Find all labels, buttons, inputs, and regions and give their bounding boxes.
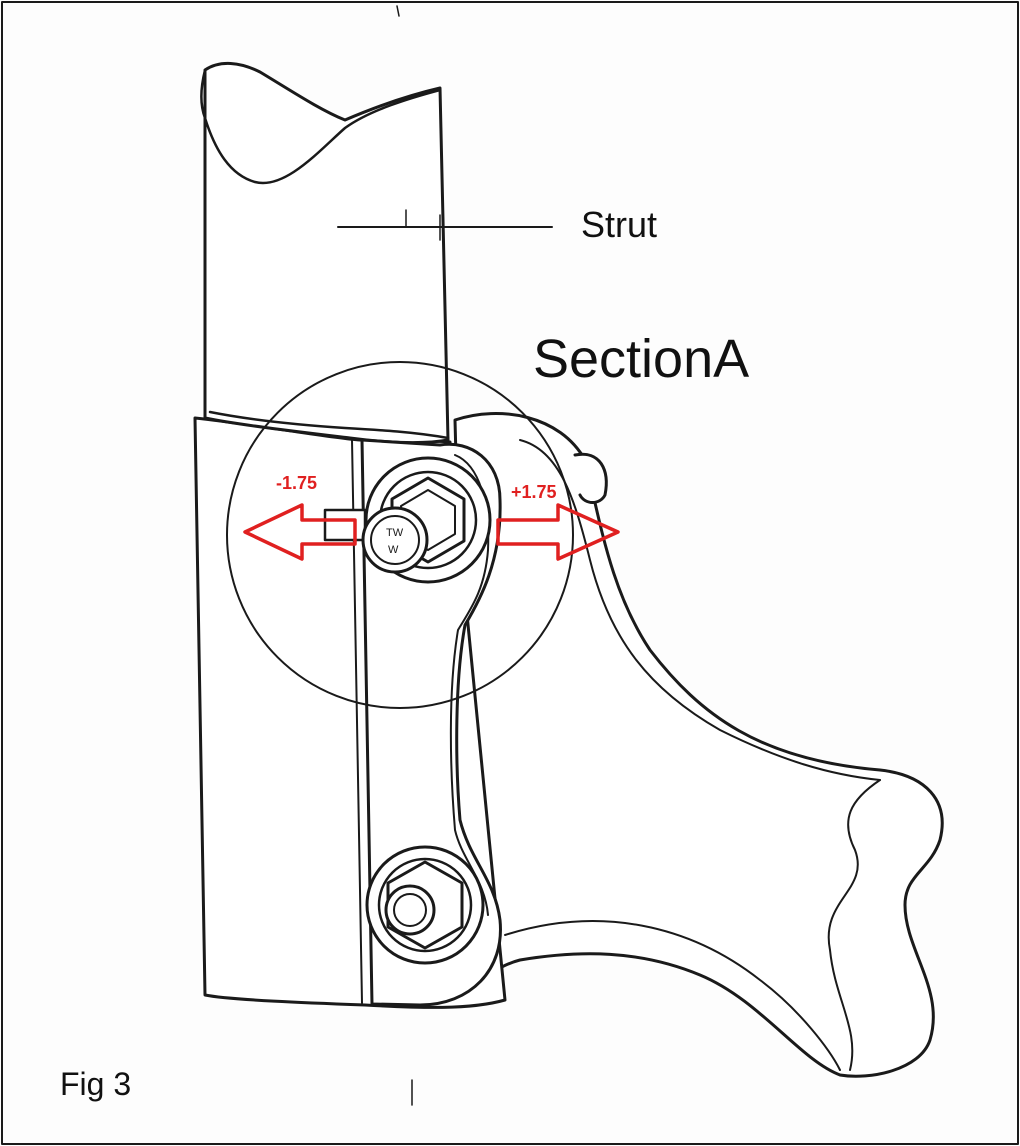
right-adjust-arrow xyxy=(496,503,620,561)
bracket-arm-face xyxy=(827,779,881,1071)
upper-bolt-mark-2: W xyxy=(388,544,399,556)
strut-label: Strut xyxy=(581,204,658,245)
section-a-label: SectionA xyxy=(533,329,750,389)
scan-mark xyxy=(396,5,400,17)
upper-bolt-head xyxy=(361,506,429,574)
strut-lower-edge xyxy=(208,410,450,440)
bracket-arm-bottom xyxy=(504,920,841,1071)
strut-tube xyxy=(203,62,450,445)
upper-bolt-shank xyxy=(323,508,367,542)
upper-bolt-hex-inner xyxy=(400,489,456,551)
upper-bolt: TW W xyxy=(323,456,492,584)
upper-bolt-mark: TW xyxy=(386,527,404,539)
plus-adjustment-label: +1.75 xyxy=(511,482,557,502)
bracket-arm xyxy=(453,412,944,1078)
lower-bolt xyxy=(365,845,485,965)
strut-top-curve xyxy=(200,68,207,120)
lower-bolt-round-inner xyxy=(393,893,427,927)
figure-number-label: Fig 3 xyxy=(60,1066,132,1102)
section-a-circle xyxy=(226,361,574,709)
upper-bolt-head-inner xyxy=(370,515,420,565)
lower-bolt-washer-inner xyxy=(377,857,473,953)
left-adjust-arrow xyxy=(243,503,357,561)
minus-adjustment-label: -1.75 xyxy=(276,473,318,493)
strut-cut-curve xyxy=(203,88,442,185)
bracket-rear-tab xyxy=(573,452,608,504)
